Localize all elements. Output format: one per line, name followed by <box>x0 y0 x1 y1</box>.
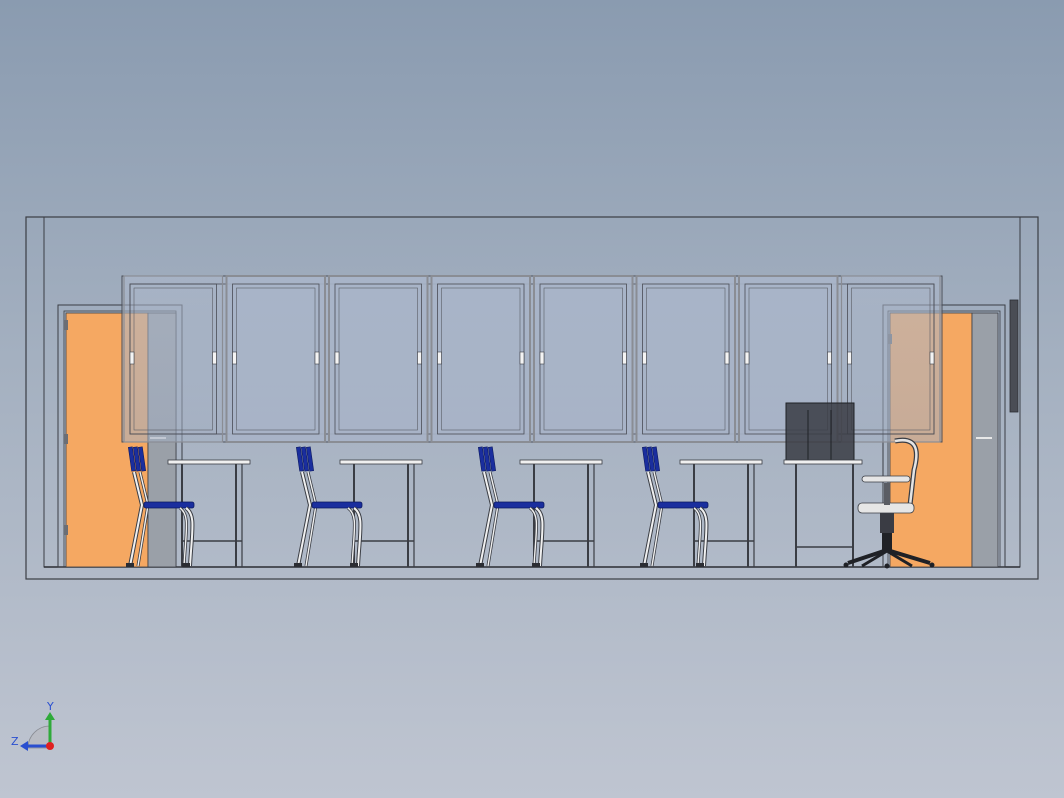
window-panel <box>123 275 224 443</box>
wall-monitor <box>1009 299 1019 413</box>
student-chair <box>640 446 709 567</box>
y-axis-arrowhead <box>45 712 55 720</box>
student-desk <box>519 459 603 567</box>
student-station <box>476 446 603 567</box>
z-axis-arrowhead <box>20 741 28 751</box>
window-panel <box>225 275 326 443</box>
y-axis-label: Y <box>46 700 54 713</box>
office-chair <box>843 437 935 569</box>
student-station <box>294 446 423 567</box>
student-chair <box>476 446 545 567</box>
student-desk <box>167 459 251 567</box>
window-panel <box>635 275 736 443</box>
window-panel <box>430 275 531 443</box>
window-panel <box>328 275 429 443</box>
x-axis-origin-dot <box>46 742 54 750</box>
teacher-desk <box>783 402 863 567</box>
student-chair <box>294 446 363 567</box>
student-stations <box>126 446 763 567</box>
window-panel <box>840 275 941 443</box>
student-station <box>640 446 763 567</box>
view-orientation-triad[interactable]: Y Z <box>11 700 55 751</box>
z-axis-label: Z <box>11 735 19 748</box>
window-panel <box>533 275 634 443</box>
student-chair <box>126 446 195 567</box>
student-station <box>126 446 251 567</box>
student-desk <box>679 459 763 567</box>
